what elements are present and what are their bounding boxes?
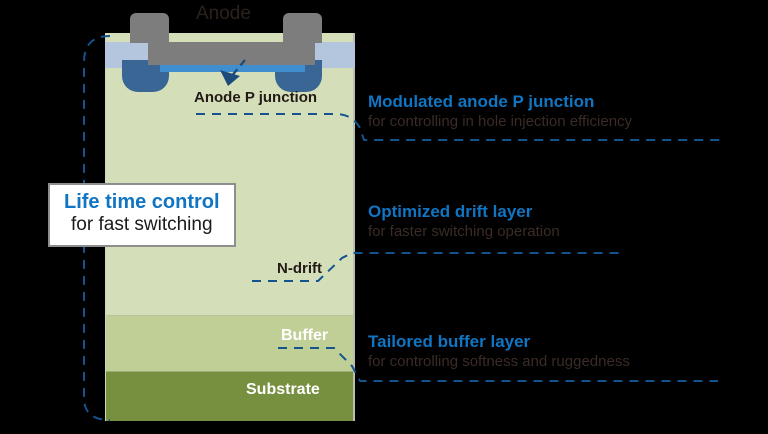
feature-tailored-buffer-layer: Tailored buffer layer for controlling so…	[368, 331, 630, 372]
feature-modulated-anode-p-junction: Modulated anode P junction for controlli…	[368, 91, 632, 132]
callout-title: Life time control	[64, 191, 220, 213]
feature-subtitle: for faster switching operation	[368, 223, 560, 241]
feature-subtitle: for controlling in hole injection effici…	[368, 113, 633, 131]
callout-subtitle: for fast switching	[71, 214, 213, 235]
anode-metal-post-left	[130, 13, 169, 43]
feature-title: Optimized drift layer	[368, 202, 533, 221]
anode-metal-post-right	[283, 13, 322, 43]
anode-label: Anode	[196, 3, 251, 24]
anode-p-junction-label: Anode P junction	[194, 89, 318, 106]
buffer-label: Buffer	[281, 327, 329, 344]
feature-title: Tailored buffer layer	[368, 332, 531, 351]
anode-metal-bar	[148, 42, 315, 65]
feature-optimized-drift-layer: Optimized drift layer for faster switchi…	[368, 201, 560, 242]
feature-title: Modulated anode P junction	[368, 92, 595, 111]
lifetime-control-callout: Life time control for fast switching	[48, 183, 236, 247]
n-drift-label: N-drift	[277, 260, 322, 277]
substrate-label: Substrate	[246, 381, 320, 398]
feature-subtitle: for controlling softness and ruggedness	[368, 353, 630, 371]
